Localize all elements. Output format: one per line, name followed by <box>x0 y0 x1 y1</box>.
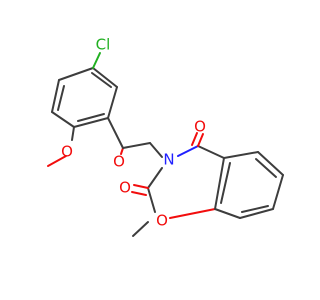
bond <box>92 67 118 88</box>
bond <box>241 205 269 213</box>
ketone-double-bond <box>120 147 124 155</box>
bond <box>107 117 124 149</box>
bond <box>239 208 274 219</box>
bond <box>51 111 75 128</box>
ring-ether-oxygen-label: O <box>156 212 168 230</box>
ring-nitrogen-label: N <box>163 151 174 169</box>
bond <box>147 187 156 213</box>
bond <box>214 208 241 219</box>
bond <box>73 117 109 128</box>
bond-to-methoxy-oxygen <box>47 155 67 167</box>
carbonyl-bond-top <box>197 133 204 147</box>
bond <box>77 113 105 122</box>
chemical-structure-diagram: Cl O O N O O O <box>47 36 284 237</box>
bond <box>197 145 225 159</box>
bond-to-chlorine <box>92 52 101 69</box>
bond <box>223 151 259 159</box>
carbonyl-bond-top <box>191 132 198 146</box>
chlorophenyl-ring <box>51 67 118 128</box>
ketone-oxygen-label: O <box>113 153 125 171</box>
bond <box>272 174 284 210</box>
bond <box>177 145 199 157</box>
bond <box>57 85 65 111</box>
bond <box>257 151 284 176</box>
carbonyl-bond-left <box>131 191 147 196</box>
imide-oxygen-left-label: O <box>119 179 131 197</box>
bond-to-methyl <box>132 221 149 237</box>
atom-labels: Cl O O N O O O <box>61 36 206 230</box>
imide-oxygen-top-label: O <box>194 118 206 136</box>
carbonyl-bond-left <box>133 184 149 189</box>
bond <box>149 142 163 158</box>
bond <box>147 167 163 189</box>
fused-benzene-ring <box>214 151 284 219</box>
bond <box>107 86 118 119</box>
bond <box>91 72 112 88</box>
bond <box>51 79 60 113</box>
bond <box>255 158 277 178</box>
bond <box>214 157 225 210</box>
bond <box>169 208 216 219</box>
chlorine-label: Cl <box>96 36 111 54</box>
oxazepine-ring <box>147 145 225 219</box>
bond <box>220 162 231 204</box>
bond <box>122 142 151 149</box>
methoxy-oxygen-label: O <box>61 143 73 161</box>
bond <box>71 126 75 141</box>
bond <box>58 67 94 81</box>
